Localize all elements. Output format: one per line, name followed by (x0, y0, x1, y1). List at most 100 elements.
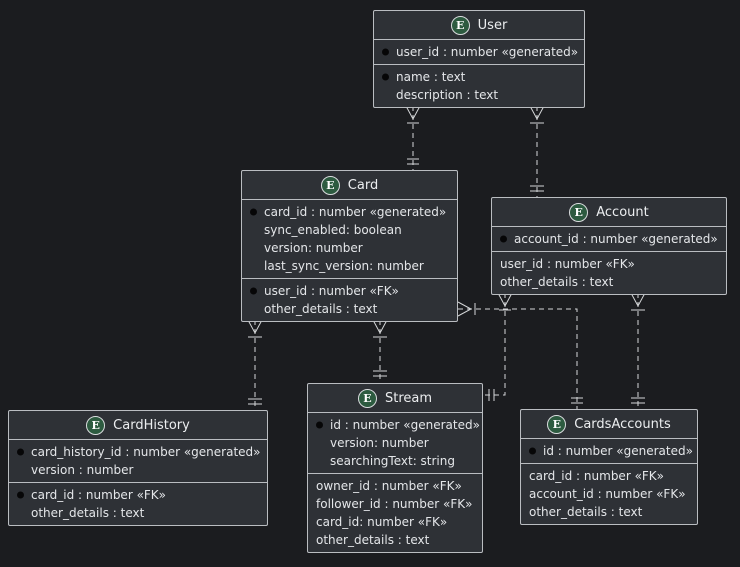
attribute-text: id : number «generated» (543, 444, 693, 458)
attribute-row: account_id : number «FK» (521, 485, 697, 503)
entity-title: CardsAccounts (574, 416, 671, 432)
attribute-row: id : number «generated» (521, 442, 697, 460)
attribute-text: user_id : number «generated» (396, 45, 579, 59)
attribute-text: owner_id : number «FK» (316, 479, 462, 493)
relationship-user-card (405, 105, 421, 170)
attribute-row: card_history_id : number «generated» (9, 443, 267, 461)
attribute-row: card_id : number «FK» (9, 486, 267, 504)
attribute-text: version : number (31, 463, 134, 477)
key-section: user_id : number «generated» (374, 39, 584, 64)
attribute-row: follower_id : number «FK» (308, 495, 482, 513)
crow-foot-and-one-markers (488, 292, 513, 401)
attribute-text: card_id : number «generated» (264, 205, 447, 219)
attribute-row: searchingText: string (308, 452, 482, 470)
attribute-row: owner_id : number «FK» (308, 477, 482, 495)
attribute-section: user_id : number «FK» other_details : te… (492, 251, 726, 294)
crow-foot-and-one-markers (630, 292, 646, 404)
key-section: card_id : number «generated» sync_enable… (242, 199, 457, 278)
bullet-icon (382, 73, 389, 81)
key-section: card_history_id : number «generated» ver… (9, 439, 267, 482)
attribute-row: user_id : number «generated» (374, 43, 584, 61)
bullet-icon (250, 287, 257, 295)
attribute-row: card_id : number «generated» (242, 203, 457, 221)
attribute-text: description : text (396, 88, 499, 102)
entity-card: E Card card_id : number «generated» sync… (241, 170, 458, 322)
entity-icon: E (357, 388, 377, 408)
attribute-section: user_id : number «FK» other_details : te… (242, 278, 457, 321)
entity-header: E User (374, 11, 584, 39)
attribute-row: version: number (308, 434, 482, 452)
crow-foot-and-one-markers (529, 105, 545, 192)
bullet-icon (529, 447, 536, 455)
attribute-row: user_id : number «FK» (492, 255, 726, 273)
bullet-icon (17, 448, 24, 456)
bullet-icon (382, 48, 389, 56)
entity-stream: E Stream id : number «generated» version… (307, 383, 483, 553)
relationship-line (483, 293, 506, 396)
attribute-text: other_details : text (529, 505, 643, 519)
attribute-text: user_id : number «FK» (500, 257, 635, 271)
attribute-row: other_details : text (492, 273, 726, 291)
entity-user: E User user_id : number «generated» name… (373, 10, 585, 108)
attribute-text: card_id: number «FK» (316, 515, 448, 529)
attribute-text: other_details : text (264, 302, 378, 316)
attribute-text: version: number (264, 241, 363, 255)
entity-icon: E (450, 15, 470, 35)
attribute-row: other_details : text (521, 503, 697, 521)
entity-header: E Card (242, 171, 457, 199)
attribute-row: id : number «generated» (308, 416, 482, 434)
entity-header: E CardsAccounts (521, 410, 697, 438)
key-section: id : number «generated» version: number … (308, 412, 482, 473)
attribute-text: follower_id : number «FK» (316, 497, 473, 511)
attribute-row: version : number (9, 461, 267, 479)
attribute-row: last_sync_version: number (242, 257, 457, 275)
relationship-user-account (529, 105, 545, 197)
attribute-row: other_details : text (242, 300, 457, 318)
entity-icon: E (320, 175, 340, 195)
entity-icon: E (547, 414, 567, 434)
attribute-text: other_details : text (500, 275, 614, 289)
key-section: account_id : number «generated» (492, 226, 726, 251)
attribute-section: card_id : number «FK» other_details : te… (9, 482, 267, 525)
attribute-row: other_details : text (308, 531, 482, 549)
relationship-card-stream (372, 319, 388, 383)
attribute-section: card_id : number «FK» account_id : numbe… (521, 463, 697, 524)
crow-foot-and-one-markers (405, 105, 421, 165)
crow-foot-and-one-markers (247, 319, 263, 405)
bullet-icon (17, 491, 24, 499)
attribute-text: card_id : number «FK» (31, 488, 167, 502)
attribute-text: account_id : number «generated» (514, 232, 718, 246)
attribute-text: searchingText: string (330, 454, 455, 468)
attribute-text: version: number (330, 436, 429, 450)
entity-icon: E (569, 202, 589, 222)
bullet-icon (500, 235, 507, 243)
entity-title: Card (347, 177, 379, 193)
entity-title: Stream (384, 390, 433, 406)
entity-icon: E (86, 415, 106, 435)
attribute-section: name : text description : text (374, 64, 584, 107)
attribute-text: last_sync_version: number (264, 259, 424, 273)
attribute-row: account_id : number «generated» (492, 230, 726, 248)
attribute-text: other_details : text (316, 533, 430, 547)
attribute-text: card_history_id : number «generated» (31, 445, 261, 459)
entity-header: E Account (492, 198, 726, 226)
attribute-text: account_id : number «FK» (529, 487, 686, 501)
attribute-row: other_details : text (9, 504, 267, 522)
attribute-row: user_id : number «FK» (242, 282, 457, 300)
attribute-text: other_details : text (31, 506, 145, 520)
attribute-text: name : text (396, 70, 466, 84)
attribute-row: sync_enabled: boolean (242, 221, 457, 239)
attribute-row: version: number (242, 239, 457, 257)
attribute-row: name : text (374, 68, 584, 86)
entity-cardhistory: E CardHistory card_history_id : number «… (8, 410, 268, 526)
attribute-row: description : text (374, 86, 584, 104)
attribute-row: card_id : number «FK» (521, 467, 697, 485)
crow-foot-and-one-markers (372, 319, 388, 377)
entity-cardsaccounts: E CardsAccounts id : number «generated» … (520, 409, 698, 525)
attribute-text: id : number «generated» (330, 418, 480, 432)
attribute-text: user_id : number «FK» (264, 284, 399, 298)
entity-title: CardHistory (113, 417, 190, 433)
key-section: id : number «generated» (521, 438, 697, 463)
relationship-account-stream (483, 292, 513, 401)
